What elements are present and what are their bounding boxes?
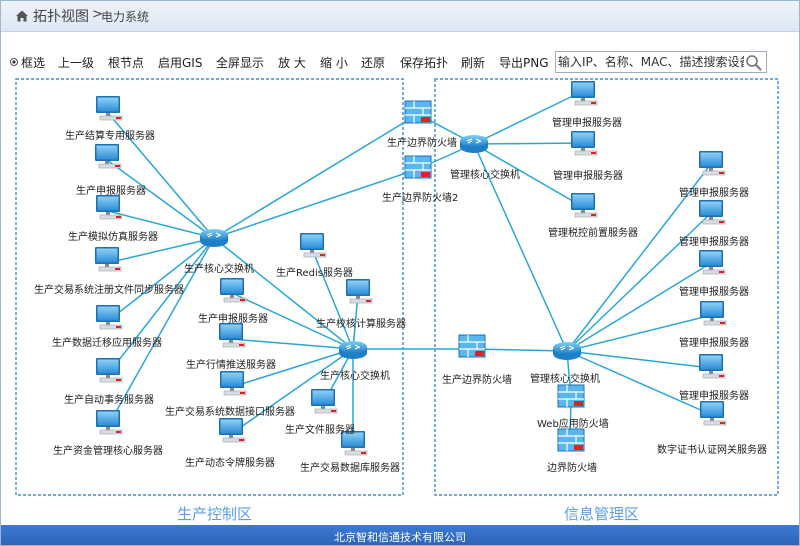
server-icon[interactable] [310, 388, 338, 414]
node-label: 生产交易系统注册文件同步服务器 [34, 285, 184, 296]
topology-links [106, 90, 713, 446]
server-icon[interactable] [95, 304, 123, 330]
save-topology-button[interactable]: 保存拓扑 [400, 56, 449, 70]
server-icon[interactable] [94, 246, 122, 272]
switch-icon[interactable] [459, 134, 489, 154]
node-label: 生产数据迁移应用服务器 [52, 338, 162, 349]
server-icon[interactable] [698, 150, 726, 176]
server-icon[interactable] [698, 353, 726, 379]
server-icon[interactable] [570, 130, 598, 156]
switch-icon[interactable] [552, 341, 582, 361]
server-icon[interactable] [570, 80, 598, 106]
node-label: 管理申报服务器 [553, 171, 623, 182]
node-label: 生产Redis服务器 [276, 268, 353, 279]
node-label: 管理税控前置服务器 [548, 228, 638, 239]
node-label: 管理申报服务器 [552, 118, 622, 129]
node-label: 管理申报服务器 [679, 391, 749, 402]
node-label: 生产边界防火墙 [387, 138, 457, 149]
server-icon[interactable] [570, 192, 598, 218]
node-label: 生产自动事务服务器 [64, 395, 154, 406]
server-icon[interactable] [218, 322, 246, 348]
node-label: 管理核心交换机 [530, 374, 600, 385]
enable-gis-button[interactable]: 启用GIS [158, 56, 203, 70]
node-label: 管理申报服务器 [679, 237, 749, 248]
firewall-icon[interactable] [458, 334, 486, 358]
server-icon[interactable] [95, 409, 123, 435]
server-icon[interactable] [218, 417, 246, 443]
node-label: 边界防火墙 [547, 463, 597, 474]
production-zone-label: 生产控制区 [177, 505, 253, 523]
server-icon[interactable] [219, 370, 247, 396]
root-node-button[interactable]: 根节点 [108, 56, 145, 70]
node-label: 生产边界防火墙 [442, 375, 512, 386]
node-label: 管理核心交换机 [450, 170, 520, 181]
node-label: 生产交易数据库服务器 [300, 463, 400, 474]
switch-icon[interactable] [338, 340, 368, 360]
server-icon[interactable] [95, 357, 123, 383]
server-icon[interactable] [698, 249, 726, 275]
node-label: 生产边界防火墙2 [382, 193, 459, 204]
export-png-button[interactable]: 导出PNG [499, 56, 549, 70]
node-label: 管理申报服务器 [679, 338, 749, 349]
server-icon[interactable] [345, 278, 373, 304]
zoom-in-button[interactable]: 放 大 [278, 56, 306, 70]
node-label: 管理申报服务器 [679, 188, 749, 199]
node-label: 生产核心交换机 [320, 371, 390, 382]
server-icon[interactable] [299, 232, 327, 258]
node-label: 生产资金管理核心服务器 [53, 446, 163, 457]
home-icon[interactable] [15, 9, 29, 23]
server-icon[interactable] [698, 199, 726, 225]
title-bar: 拓扑视图 > 电力系统 [1, 1, 799, 32]
topology-canvas[interactable] [1, 1, 799, 525]
switch-icon[interactable] [199, 228, 229, 248]
node-label: 生产行情推送服务器 [186, 360, 276, 371]
server-icon[interactable] [94, 143, 122, 169]
server-icon[interactable] [699, 400, 727, 426]
node-label: Web应用防火墙 [537, 419, 609, 430]
refresh-button[interactable]: 刷新 [461, 56, 486, 70]
server-icon[interactable] [219, 277, 247, 303]
node-label: 生产结算专用服务器 [65, 131, 155, 142]
server-icon[interactable] [95, 194, 123, 220]
page-title[interactable]: 拓扑视图 [33, 9, 89, 25]
search-icon[interactable] [745, 54, 763, 72]
node-label: 数字证书认证网关服务器 [657, 445, 767, 456]
footer: 北京智和信通技术有限公司 [1, 525, 799, 545]
info-zone-label: 信息管理区 [564, 505, 640, 523]
production-zone-border [15, 78, 404, 496]
device-search [555, 51, 767, 73]
fullscreen-button[interactable]: 全屏显示 [216, 56, 265, 70]
firewall-icon[interactable] [404, 100, 432, 124]
breadcrumb-separator: > [92, 7, 103, 22]
node-label: 生产核心交换机 [184, 264, 254, 275]
server-icon[interactable] [699, 300, 727, 326]
toolbar: 框选 上一级 根节点 启用GIS 全屏显示 放 大 缩 小 还原 保存拓扑 刷新… [1, 47, 799, 77]
server-icon[interactable] [95, 95, 123, 121]
breadcrumb-current: 电力系统 [101, 10, 150, 24]
node-label: 管理申报服务器 [679, 287, 749, 298]
company-name: 北京智和信通技术有限公司 [334, 531, 466, 544]
firewall-icon[interactable] [557, 428, 585, 452]
up-level-button[interactable]: 上一级 [58, 56, 95, 70]
node-label: 生产申报服务器 [76, 186, 146, 197]
zoom-out-button[interactable]: 缩 小 [320, 56, 348, 70]
node-label: 生产模拟仿真服务器 [68, 232, 158, 243]
select-box-button[interactable]: 框选 [10, 54, 45, 71]
firewall-icon[interactable] [557, 384, 585, 408]
restore-button[interactable]: 还原 [361, 56, 386, 70]
node-label: 生产动态令牌服务器 [185, 458, 275, 469]
node-label: 生产文件服务器 [285, 425, 355, 436]
node-label: 生产申报服务器 [198, 314, 268, 325]
node-label: 生产校核计算服务器 [316, 319, 406, 330]
firewall-icon[interactable] [404, 155, 432, 179]
info-zone-border [434, 78, 779, 496]
node-label: 生产交易系统数据接口服务器 [165, 407, 295, 418]
search-input[interactable] [558, 53, 744, 71]
